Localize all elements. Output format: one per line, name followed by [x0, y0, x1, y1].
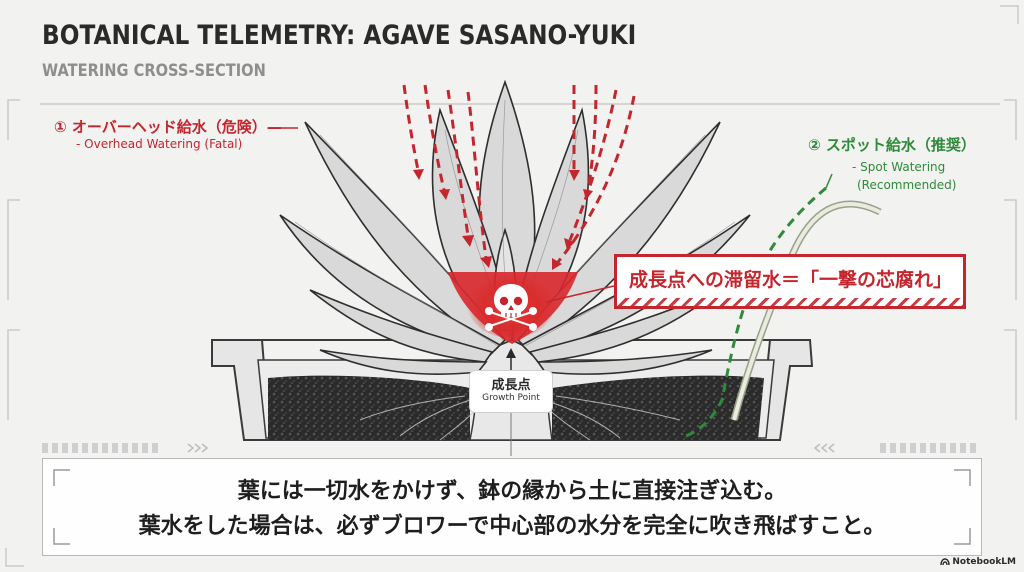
watermark-text: NotebookLM	[952, 557, 1016, 567]
overhead-arrow-heads	[413, 169, 593, 270]
overhead-watering-label-jp: ① オーバーヘッド給水（危険）—	[54, 118, 282, 136]
spot-leader-line	[825, 173, 833, 189]
overhead-water-arrows	[402, 84, 636, 263]
instruction-line-1: 葉には一切水をかけず、鉢の縁から土に直接注ぎ込む。	[237, 479, 787, 504]
instruction-panel: 葉には一切水をかけず、鉢の縁から土に直接注ぎ込む。 葉水をした場合は、必ずブロワ…	[42, 458, 982, 556]
skull-crossbones-icon	[485, 284, 537, 331]
spot-watering-label-en-recommended: (Recommended)	[857, 178, 957, 192]
instruction-line-2: 葉水をした場合は、必ずブロワーで中心部の水分を完全に吹き飛ばすこと。	[138, 514, 886, 539]
warning-text: 成長点への滞留水＝「一撃の芯腐れ」	[629, 269, 953, 291]
soil	[268, 375, 764, 441]
spot-watering-label-jp: ② スポット給水（推奨）	[808, 136, 976, 154]
growth-point-label-jp: 成長点	[491, 378, 531, 393]
warning-connector	[545, 285, 615, 303]
panel-corner-brackets	[53, 469, 971, 545]
notebooklm-logo-icon	[940, 558, 951, 566]
page-subtitle: WATERING CROSS-SECTION	[42, 61, 266, 81]
growth-point-arrow	[506, 348, 516, 456]
page-title: BOTANICAL TELEMETRY: AGAVE SASANO-YUKI	[42, 20, 637, 51]
spot-watering-label-en: - Spot Watering	[852, 160, 946, 174]
notebooklm-watermark: NotebookLM	[940, 557, 1016, 567]
overhead-watering-label-en: - Overhead Watering (Fatal)	[76, 137, 243, 151]
spot-water-flow	[685, 186, 827, 438]
warning-callout: 成長点への滞留水＝「一撃の芯腐れ」	[614, 254, 966, 309]
growth-point-label-en: Growth Point	[482, 393, 540, 403]
growth-point-label: 成長点 Growth Point	[470, 371, 552, 412]
